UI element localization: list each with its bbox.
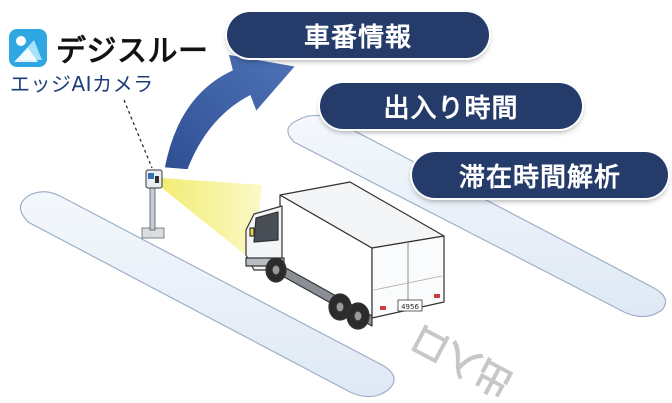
truck-windshield bbox=[253, 211, 279, 243]
brand-subtitle: エッジAIカメラ bbox=[10, 72, 154, 96]
data-flow-arrow bbox=[163, 53, 298, 171]
app-logo-icon bbox=[9, 29, 47, 67]
brand-name: デジスルー bbox=[56, 34, 209, 69]
license-plate bbox=[397, 299, 423, 312]
entrance-marking-text: 出入口 bbox=[405, 317, 520, 403]
entrance-road-marking: 出入口 bbox=[405, 317, 520, 403]
camera-view-cone bbox=[162, 178, 262, 262]
license-plate-text: 4956 bbox=[401, 303, 419, 311]
left-island bbox=[19, 191, 395, 398]
truck: 4956 bbox=[245, 181, 445, 330]
camera-pole bbox=[141, 185, 165, 239]
dwell-time-analysis-pill: 滞在時間解析 bbox=[412, 152, 668, 198]
entry-exit-time-pill: 出入り時間 bbox=[320, 83, 582, 129]
edge-ai-camera-icon bbox=[145, 169, 163, 189]
camera-leader-line bbox=[123, 99, 153, 169]
vehicle-number-pill: 車番情報 bbox=[227, 12, 489, 58]
brand-header: デジスルー bbox=[8, 26, 209, 70]
